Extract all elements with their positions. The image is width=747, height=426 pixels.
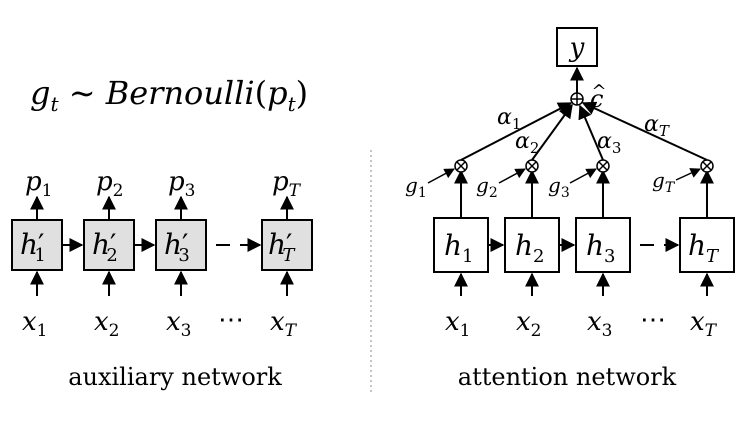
alpha-T-label: αT (644, 112, 670, 140)
att-cell-1: h1 g1 x1 (405, 159, 489, 341)
att-input-label: x2 (516, 307, 542, 341)
gate-label: gT (652, 168, 676, 196)
att-hidden-label: h2 (515, 229, 545, 267)
att-hidden-label: h1 (444, 229, 474, 267)
mult-node-x2 (702, 161, 712, 171)
bernoulli-formula: gt ∼ Bernoulli(pt) (30, 74, 308, 116)
aux-prob-label: p3 (168, 167, 195, 201)
att-hidden-box (575, 217, 631, 273)
aux-ellipsis: ⋯ (218, 305, 244, 335)
att-input-label: x3 (587, 307, 613, 341)
att-cell-T: hT gT xT (652, 159, 735, 341)
gate-label: g2 (476, 173, 498, 201)
gate-label: g1 (405, 173, 427, 201)
aux-prob-label: p1 (25, 167, 52, 201)
alpha-1-label: α1 (497, 105, 521, 133)
att-hidden-box (504, 217, 560, 273)
alpha-1-edge (460, 102, 573, 161)
aux-cell-1: h′1 p1 x1 (11, 167, 63, 341)
gate-arrow (569, 168, 597, 184)
mult-node-x2 (456, 161, 466, 171)
aux-cell-2: h′2 p2 x2 (83, 167, 135, 341)
aux-cell-3: h′3 p3 x3 (155, 167, 207, 341)
output-label: y (569, 33, 585, 63)
att-ellipsis: ⋯ (640, 305, 666, 335)
aux-hidden-box (11, 219, 63, 271)
gate-label: g3 (548, 173, 570, 201)
mult-node-x2 (527, 161, 537, 171)
att-caption: attention network (458, 363, 677, 391)
mult-node-x2 (598, 161, 608, 171)
att-input-label: x1 (445, 307, 471, 341)
alpha-3-edge (578, 104, 604, 161)
gate-arrow (427, 168, 455, 184)
aux-input-label: x1 (22, 307, 48, 341)
att-cell-2: h2 g2 x2 (476, 159, 560, 341)
gate-arrow (675, 168, 701, 181)
alpha-3-label: α3 (597, 129, 621, 157)
aux-caption: auxiliary network (68, 363, 282, 391)
aux-input-label: x3 (166, 307, 192, 341)
aux-cell-T: h′T pT xT (261, 167, 313, 341)
aux-hidden-label: h′2 (92, 228, 118, 266)
alpha-2-edge (531, 103, 573, 161)
alpha-T-edge (581, 101, 708, 161)
alpha-2-label: α2 (515, 129, 539, 157)
att-hidden-label: h3 (586, 229, 616, 267)
output-box (556, 27, 598, 67)
aux-hidden-box (261, 219, 313, 271)
gate-arrow (498, 168, 526, 184)
aux-hidden-label: h′3 (164, 228, 190, 266)
att-hidden-label: hT (688, 229, 720, 267)
aux-prob-label: pT (272, 167, 302, 201)
aux-hidden-box (155, 219, 207, 271)
aux-prob-label: p2 (96, 167, 123, 201)
aux-input-label: x2 (94, 307, 120, 341)
att-input-label: xT (690, 307, 718, 341)
aux-hidden-label: h′1 (20, 228, 46, 266)
att-hidden-box (679, 217, 735, 273)
att-cell-3: h3 g3 x3 (548, 159, 631, 341)
aux-input-label: xT (270, 307, 298, 341)
aux-hidden-label: h′T (268, 228, 296, 266)
